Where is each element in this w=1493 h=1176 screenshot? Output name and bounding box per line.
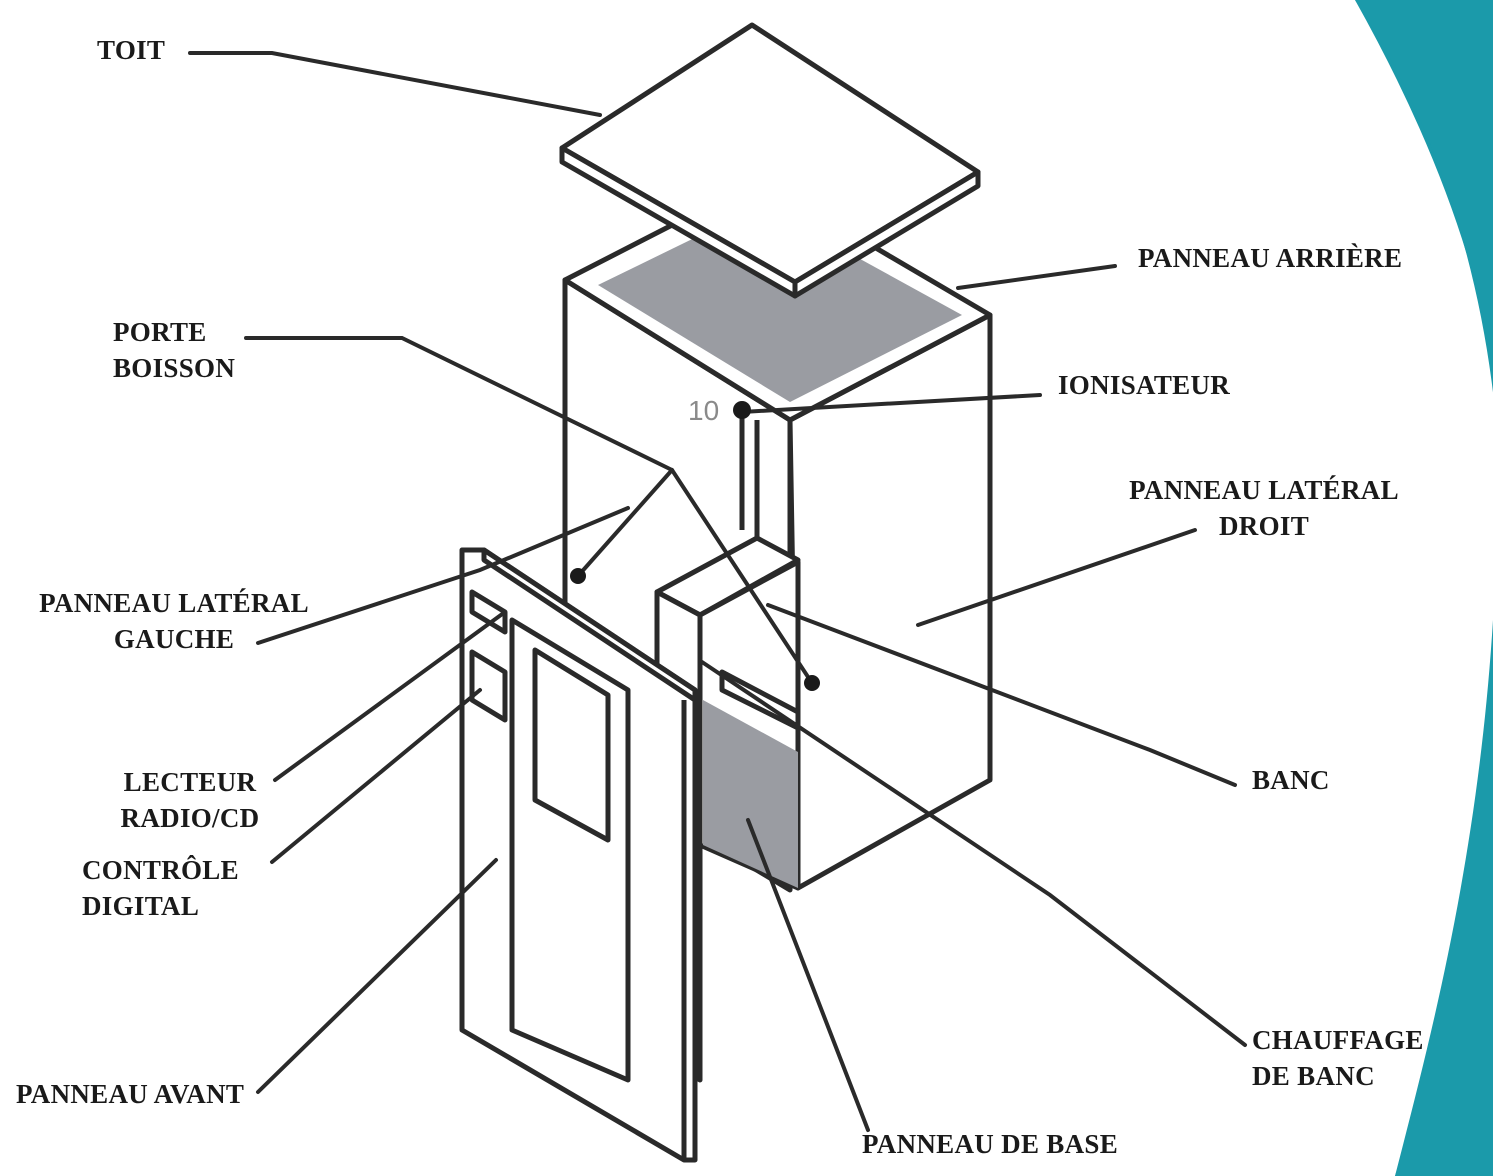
- label-banc-line1: BANC: [1252, 765, 1330, 795]
- label-lecteur-radio-cd: LECTEUR RADIO/CD: [102, 764, 278, 836]
- label-panneau-lateral-droit-line2: DROIT: [1218, 511, 1309, 541]
- label-panneau-lateral-gauche-line1: PANNEAU LATÉRAL: [39, 588, 309, 618]
- porte-boisson-dot-a: [570, 568, 586, 584]
- front-door-panel: [459, 547, 698, 1163]
- leader-panneau-de-base: [746, 818, 870, 1132]
- leader-porte-boisson: [244, 336, 674, 472]
- label-chauffage-line2: DE BANC: [1252, 1061, 1375, 1091]
- label-chauffage-line1: CHAUFFAGE: [1252, 1025, 1424, 1055]
- label-panneau-arriere: PANNEAU ARRIÈRE: [1138, 240, 1402, 276]
- roof-interior: [598, 205, 962, 402]
- leader-controle: [270, 688, 482, 864]
- label-lecteur-line1: LECTEUR: [123, 767, 257, 797]
- leader-panneau-lateral-droit: [916, 528, 1197, 627]
- leader-panneau-lateral-gauche: [256, 506, 630, 645]
- label-panneau-de-base: PANNEAU DE BASE: [862, 1126, 1118, 1162]
- label-controle-line2: DIGITAL: [82, 891, 200, 921]
- base-panel-shade: [703, 700, 798, 888]
- label-panneau-avant-line1: PANNEAU AVANT: [16, 1079, 245, 1109]
- label-controle-line1: CONTRÔLE: [82, 855, 239, 885]
- leader-lecteur: [273, 610, 507, 782]
- label-panneau-avant: PANNEAU AVANT: [16, 1076, 244, 1112]
- ionisateur-dot: [733, 401, 751, 419]
- label-toit: TOIT: [97, 32, 165, 68]
- label-panneau-arriere-line1: PANNEAU ARRIÈRE: [1138, 243, 1403, 273]
- label-ionisateur-line1: IONISATEUR: [1058, 370, 1231, 400]
- leader-porte-boisson-a: [576, 468, 674, 578]
- leader-porte-boisson-b: [670, 468, 814, 685]
- leader-toit: [188, 51, 602, 117]
- digital-control-box: [469, 649, 508, 723]
- label-lecteur-line2: RADIO/CD: [120, 803, 260, 833]
- label-porte-boisson: PORTE BOISSON: [113, 314, 235, 386]
- roof-panel: [559, 22, 981, 299]
- label-toit-line1: TOIT: [97, 35, 166, 65]
- label-panneau-de-base-line1: PANNEAU DE BASE: [862, 1129, 1119, 1159]
- label-chauffage-de-banc: CHAUFFAGE DE BANC: [1252, 1022, 1424, 1094]
- label-panneau-lateral-gauche-line2: GAUCHE: [113, 624, 235, 654]
- label-panneau-lateral-droit-line1: PANNEAU LATÉRAL: [1129, 475, 1399, 505]
- leader-lines: [188, 51, 1247, 1132]
- porte-boisson-dot-b: [804, 675, 820, 691]
- label-controle-digital: CONTRÔLE DIGITAL: [82, 852, 239, 924]
- leader-banc: [766, 603, 1237, 787]
- leader-panneau-avant: [256, 858, 498, 1094]
- leader-chauffage: [700, 660, 1247, 1047]
- accent-arc-fill: [1355, 0, 1493, 1176]
- label-ionisateur: IONISATEUR: [1058, 367, 1230, 403]
- label-panneau-lateral-droit: PANNEAU LATÉRAL DROIT: [1106, 472, 1422, 544]
- label-porte-boisson-line2: BOISSON: [113, 353, 236, 383]
- label-panneau-lateral-gauche: PANNEAU LATÉRAL GAUCHE: [14, 585, 334, 657]
- radio-cd-slot: [469, 589, 508, 635]
- label-porte-boisson-line1: PORTE: [113, 317, 207, 347]
- leader-ionisateur: [740, 393, 1042, 414]
- ionizer-number: 10: [688, 395, 720, 426]
- label-banc: BANC: [1252, 762, 1330, 798]
- leader-panneau-arriere: [956, 264, 1117, 290]
